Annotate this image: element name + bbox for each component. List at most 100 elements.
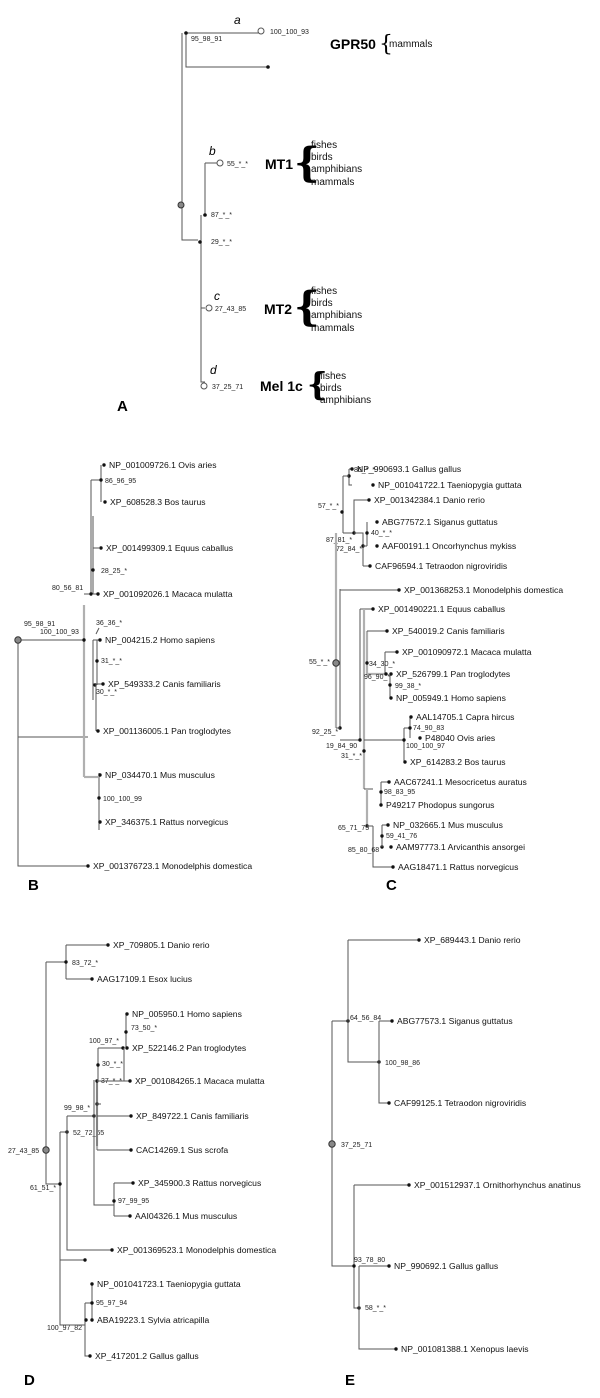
leaf-label: XP_849722.1 Canis familiaris bbox=[136, 1111, 249, 1121]
leaf-label: AAF00191.1 Oncorhynchus mykiss bbox=[382, 541, 516, 551]
node bbox=[365, 661, 369, 665]
leaf-label: XP_608528.3 Bos taurus bbox=[110, 497, 206, 507]
branch bbox=[200, 215, 205, 383]
branch bbox=[365, 631, 386, 676]
node bbox=[98, 638, 102, 642]
support-value: 95_98_91 bbox=[24, 621, 55, 628]
taxon: mammals bbox=[389, 39, 432, 50]
node bbox=[375, 520, 379, 524]
node bbox=[98, 773, 102, 777]
node bbox=[84, 1318, 88, 1322]
node bbox=[83, 1258, 87, 1262]
branch bbox=[95, 627, 100, 635]
branch bbox=[378, 1021, 389, 1104]
node bbox=[409, 715, 413, 719]
clade-letter: b bbox=[209, 144, 216, 158]
leaf-label: NP_001009726.1 Ovis aries bbox=[109, 460, 217, 470]
taxon: amphibians bbox=[311, 164, 362, 175]
node bbox=[387, 780, 391, 784]
branch bbox=[84, 1303, 90, 1357]
branch bbox=[17, 737, 88, 867]
node bbox=[408, 726, 412, 730]
branch bbox=[347, 940, 379, 1063]
node bbox=[379, 803, 383, 807]
leaf-label: NP_990692.1 Gallus gallus bbox=[394, 1261, 498, 1271]
leaf-label: NP_990693.1 Gallus gallus bbox=[357, 464, 461, 474]
support-value: 36_36_* bbox=[96, 620, 122, 627]
node bbox=[340, 510, 344, 514]
node bbox=[96, 729, 100, 733]
support-value: 31_*_* bbox=[101, 658, 122, 665]
support-value: 37_25_71 bbox=[341, 1142, 372, 1149]
leaf-label: XP_001136005.1 Pan troglodytes bbox=[103, 726, 231, 736]
leaf-label: XP_001342384.1 Danio rerio bbox=[374, 495, 485, 505]
node bbox=[379, 790, 383, 794]
leaf-label: NP_005950.1 Homo sapiens bbox=[132, 1009, 242, 1019]
panel-label: C bbox=[386, 877, 397, 894]
panel-b-tree: 95_98_91100_100_9380_56_8186_96_95NP_001… bbox=[14, 460, 252, 894]
branch bbox=[45, 962, 60, 1185]
leaf-label: AAC67241.1 Mesocricetus auratus bbox=[394, 777, 527, 787]
support-value: 95_98_91 bbox=[191, 36, 222, 43]
node bbox=[402, 738, 406, 742]
taxon: fishes bbox=[311, 286, 337, 297]
node bbox=[90, 1282, 94, 1286]
support-value: 55_*_* bbox=[309, 659, 330, 666]
leaf-label: CAF99125.1 Tetraodon nigroviridis bbox=[394, 1098, 526, 1108]
support-value: 65_71_75 bbox=[338, 825, 369, 832]
support-value: 27_43_85 bbox=[215, 306, 246, 313]
clade-marker-icon bbox=[216, 159, 224, 167]
node bbox=[389, 672, 393, 676]
node bbox=[385, 629, 389, 633]
support-value: 40_*_* bbox=[371, 530, 392, 537]
node bbox=[91, 568, 95, 572]
node bbox=[82, 638, 86, 642]
node bbox=[184, 31, 188, 35]
node bbox=[128, 1079, 132, 1083]
node bbox=[198, 240, 202, 244]
support-value: 96_90_* bbox=[364, 674, 390, 681]
panel-label: D bbox=[24, 1372, 35, 1389]
node bbox=[124, 1030, 128, 1034]
clade-letter: c bbox=[214, 289, 220, 303]
support-value: 100_100_93 bbox=[40, 629, 79, 636]
brace-icon: { bbox=[294, 283, 320, 330]
support-value: 95_97_94 bbox=[96, 1300, 127, 1307]
branch bbox=[354, 532, 364, 566]
support-value: 27_43_85 bbox=[8, 1148, 39, 1155]
node bbox=[112, 1199, 116, 1203]
taxon: birds bbox=[320, 383, 342, 394]
node bbox=[365, 531, 369, 535]
branch bbox=[185, 33, 268, 68]
node bbox=[391, 865, 395, 869]
group-name: GPR50 bbox=[330, 36, 376, 52]
branch bbox=[331, 1021, 354, 1267]
leaf-label: XP_001369523.1 Monodelphis domestica bbox=[117, 1245, 276, 1255]
node bbox=[397, 588, 401, 592]
node bbox=[110, 1248, 114, 1252]
taxon: birds bbox=[311, 298, 333, 309]
node bbox=[90, 1301, 94, 1305]
node bbox=[368, 564, 372, 568]
support-value: 100_97_82 bbox=[47, 1325, 82, 1332]
node bbox=[388, 683, 392, 687]
taxon: amphibians bbox=[320, 395, 371, 406]
branch bbox=[66, 1116, 112, 1251]
support-value: 19_84_90 bbox=[326, 743, 357, 750]
support-value: 64_56_84 bbox=[350, 1015, 381, 1022]
support-value: 100_100_97 bbox=[406, 743, 445, 750]
clade-letter: a bbox=[234, 13, 241, 27]
leaf-label: XP_417201.2 Gallus gallus bbox=[95, 1351, 199, 1361]
support-value: 100_98_86 bbox=[385, 1060, 420, 1067]
root-node-icon bbox=[14, 636, 22, 644]
leaf-label: NP_001081388.1 Xenopus laevis bbox=[401, 1344, 529, 1354]
node bbox=[371, 607, 375, 611]
support-value: 85_80_68 bbox=[348, 847, 379, 854]
root-node-icon bbox=[177, 201, 185, 209]
leaf-label: AAG18471.1 Rattus norvegicus bbox=[398, 862, 518, 872]
node bbox=[418, 736, 422, 740]
panel-label: A bbox=[117, 398, 128, 415]
support-value: 61_51_* bbox=[30, 1185, 56, 1192]
